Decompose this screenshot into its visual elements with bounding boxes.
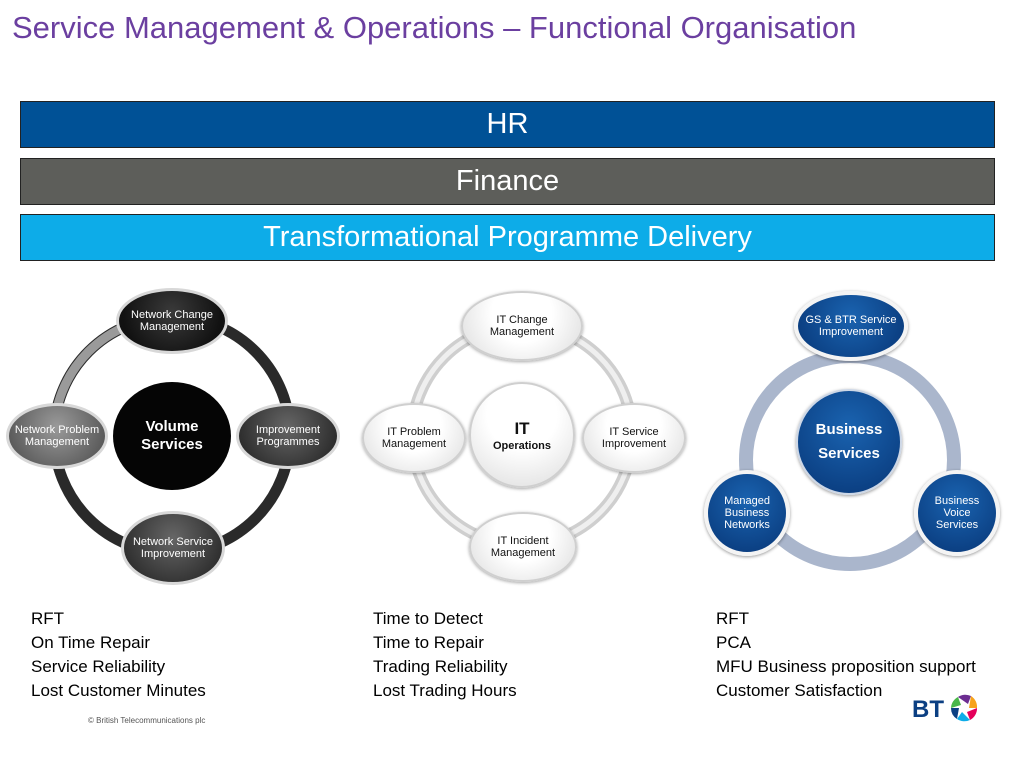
- business-metrics: RFT PCA MFU Business proposition support…: [716, 607, 976, 703]
- it-center-title: IT: [514, 419, 530, 438]
- bt-logo-text: BT: [912, 696, 944, 723]
- metric-item: Lost Customer Minutes: [31, 681, 206, 700]
- metric-item: RFT: [31, 609, 65, 628]
- bt-logo: BT: [912, 688, 984, 728]
- metric-item: Time to Repair: [373, 633, 484, 652]
- it-incident-management-node: IT Incident Management: [469, 512, 577, 582]
- metric-item: Customer Satisfaction: [716, 681, 883, 700]
- it-metrics: Time to Detect Time to Repair Trading Re…: [373, 607, 517, 703]
- it-operations-cycle: IT Change Management IT Operations IT Se…: [353, 285, 693, 585]
- metric-item: Time to Detect: [373, 609, 483, 628]
- metric-item: PCA: [716, 633, 751, 652]
- it-center-sub: Operations: [492, 440, 552, 452]
- metric-item: Lost Trading Hours: [373, 681, 517, 700]
- metric-item: Service Reliability: [31, 657, 166, 676]
- volume-services-center: Volume Services: [113, 382, 231, 490]
- volume-services-cycle: Network Change Management Volume Service…: [0, 285, 340, 585]
- metric-item: On Time Repair: [31, 633, 151, 652]
- metric-item: Trading Reliability: [373, 657, 508, 676]
- gs-btr-service-improvement-node: GS & BTR Service Improvement: [794, 291, 908, 361]
- improvement-programmes-node: Improvement Programmes: [236, 403, 340, 469]
- finance-band: Finance: [20, 158, 995, 205]
- it-problem-management-node: IT Problem Management: [362, 403, 466, 473]
- tpd-band: Transformational Programme Delivery: [20, 214, 995, 261]
- metric-item: RFT: [716, 609, 750, 628]
- network-service-improvement-node: Network Service Improvement: [121, 511, 225, 585]
- business-services-center: Business Services: [796, 389, 902, 495]
- volume-metrics: RFT On Time Repair Service Reliability L…: [31, 607, 206, 703]
- business-services-cycle: GS & BTR Service Improvement Business Se…: [684, 285, 1024, 585]
- network-change-management-node: Network Change Management: [116, 288, 228, 354]
- copyright-notice: © British Telecommunications plc: [88, 716, 206, 725]
- network-problem-management-node: Network Problem Management: [6, 403, 108, 469]
- bt-globe-icon: BT: [912, 694, 978, 723]
- managed-business-networks-node: Managed Business Networks: [704, 470, 790, 556]
- hr-band: HR: [20, 101, 995, 148]
- metric-item: MFU Business proposition support: [716, 657, 976, 676]
- it-operations-center: IT Operations: [469, 382, 575, 488]
- business-voice-services-node: Business Voice Services: [914, 470, 1000, 556]
- it-change-management-node: IT Change Management: [461, 291, 583, 361]
- it-service-improvement-node: IT Service Improvement: [582, 403, 686, 473]
- page-title: Service Management & Operations – Functi…: [12, 10, 857, 45]
